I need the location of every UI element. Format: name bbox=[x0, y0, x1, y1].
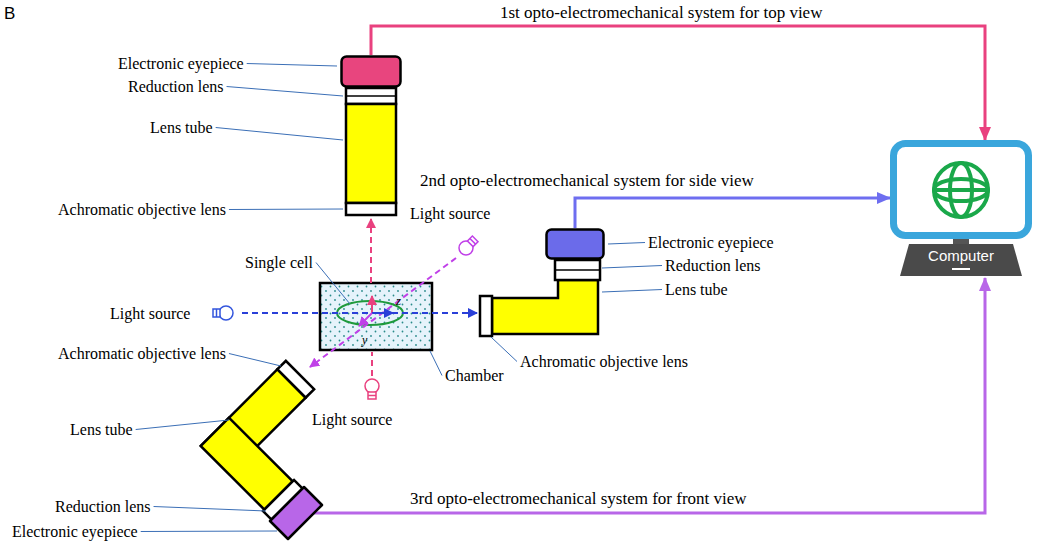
bulb-thread bbox=[216, 309, 218, 317]
lens-divider bbox=[555, 269, 600, 271]
bulb-thread bbox=[470, 238, 476, 244]
eyepiece-body bbox=[270, 487, 322, 539]
part-label: Achromatic objective lens bbox=[58, 344, 226, 363]
node-label: Electronic eyepiece bbox=[12, 522, 138, 541]
bulb-base bbox=[467, 236, 478, 247]
bulb-base bbox=[213, 309, 220, 317]
light-path bbox=[310, 258, 456, 367]
electronic-eyepiece: Electronic eyepiece bbox=[545, 228, 605, 260]
light-path bbox=[371, 352, 373, 376]
axis-arrow bbox=[372, 312, 393, 314]
reduction-lens bbox=[346, 88, 396, 104]
bulb-thread bbox=[368, 395, 376, 397]
node-label: Electronic eyepiece bbox=[118, 54, 244, 73]
lens-divider bbox=[346, 95, 396, 97]
globe-equator bbox=[934, 188, 988, 192]
edge-label: 3rd opto-electromechanical system for fr… bbox=[410, 489, 747, 509]
computer-icon: Computer bbox=[890, 140, 1032, 278]
leader-line bbox=[136, 420, 229, 430]
part-label: Lens tube bbox=[70, 420, 133, 439]
axis-arrow bbox=[371, 296, 373, 313]
part-label: Lens tube bbox=[665, 280, 728, 299]
globe-parallel bbox=[934, 179, 988, 201]
axis-arrow bbox=[359, 313, 372, 326]
monitor-frame bbox=[894, 144, 1029, 236]
edge-label: 1st opto-electromechanical system for to… bbox=[500, 3, 822, 23]
leader-line bbox=[229, 354, 281, 367]
node-shape bbox=[545, 228, 605, 260]
leader-line bbox=[154, 507, 266, 512]
electronic-eyepiece: Electronic eyepiece bbox=[270, 487, 322, 539]
light-path bbox=[242, 312, 477, 314]
signal-connector bbox=[371, 26, 985, 140]
electronic-eyepiece: Electronic eyepiece bbox=[340, 55, 402, 88]
leader-line bbox=[141, 531, 277, 533]
objective-lens bbox=[480, 296, 492, 336]
leader-line bbox=[216, 128, 343, 141]
node-shape bbox=[270, 487, 322, 539]
part-label: Reduction lens bbox=[55, 497, 151, 516]
bulb-glass bbox=[219, 306, 233, 320]
axis-label: B bbox=[4, 4, 15, 24]
bulb-glass bbox=[456, 238, 476, 258]
lens-tube bbox=[346, 104, 396, 203]
leader-line bbox=[430, 351, 442, 376]
chamber-fill bbox=[320, 283, 432, 350]
leader-line bbox=[608, 243, 645, 245]
axis-label: z bbox=[396, 293, 401, 309]
light-path bbox=[370, 219, 372, 283]
part-label: Reduction lens bbox=[665, 256, 761, 275]
eyepiece-body bbox=[547, 230, 604, 259]
part-label: Lens tube bbox=[150, 118, 213, 137]
eyepiece-body bbox=[342, 57, 401, 87]
globe bbox=[934, 163, 988, 217]
bulb-base bbox=[368, 392, 376, 399]
objective-lens bbox=[277, 361, 314, 398]
base-mark bbox=[952, 268, 970, 270]
node-label: Computer bbox=[890, 247, 1032, 265]
part-label: Achromatic objective lens bbox=[58, 200, 226, 219]
bulb-glass bbox=[365, 379, 379, 393]
node-label: Electronic eyepiece bbox=[648, 233, 774, 252]
part-label: Achromatic objective lens bbox=[520, 352, 688, 371]
chamber bbox=[320, 283, 432, 350]
leader-line bbox=[491, 337, 517, 362]
part-label: Light source bbox=[110, 304, 190, 323]
objective-lens bbox=[346, 203, 396, 215]
axis-label: y bbox=[362, 333, 367, 348]
signal-connector bbox=[575, 198, 890, 228]
leader-line bbox=[227, 87, 343, 97]
part-label: Light source bbox=[410, 204, 490, 223]
part-label: Chamber bbox=[445, 366, 504, 385]
light-bulb bbox=[456, 234, 480, 258]
leader-line bbox=[229, 209, 343, 211]
node-shape bbox=[340, 55, 402, 88]
part-label: Reduction lens bbox=[128, 77, 224, 96]
part-label: Single cell bbox=[245, 253, 313, 272]
reduction-lens bbox=[555, 260, 600, 280]
leader-line bbox=[602, 290, 662, 293]
part-label: Light source bbox=[312, 410, 392, 429]
light-bulb bbox=[365, 379, 379, 399]
leader-line bbox=[602, 266, 662, 269]
leader-line bbox=[247, 64, 337, 67]
edge-label: 2nd opto-electromechanical system for si… bbox=[420, 171, 754, 191]
signal-connector bbox=[314, 278, 985, 513]
light-bulb bbox=[213, 306, 233, 320]
leader-line bbox=[316, 263, 350, 305]
lens-tube bbox=[492, 280, 598, 334]
